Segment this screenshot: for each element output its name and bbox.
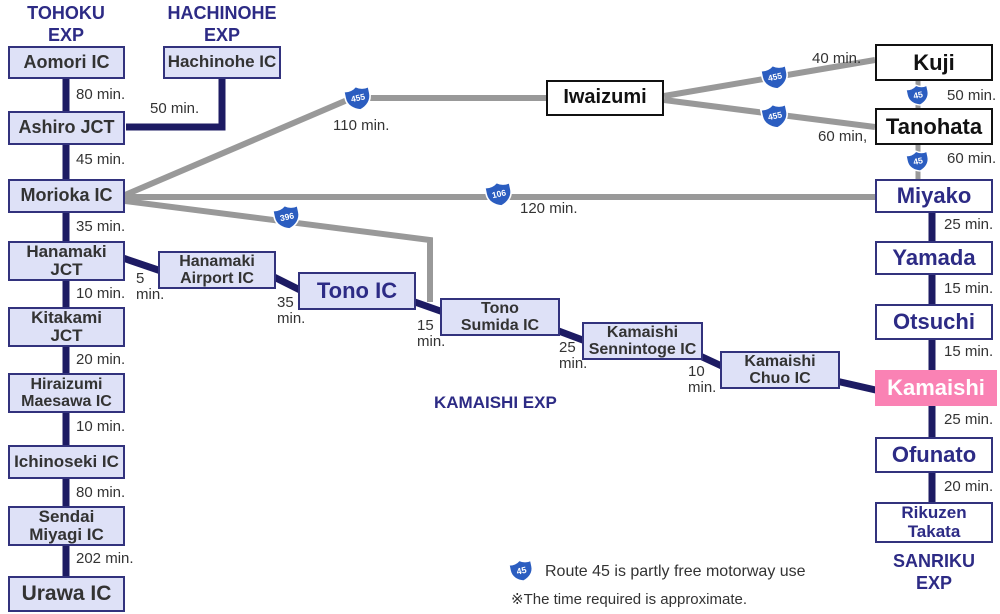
node-hanamaki-jct: Hanamaki JCT: [8, 241, 125, 281]
time-kitakami-hiraizumi: 20 min.: [76, 351, 126, 368]
route-455-badge: 455: [342, 85, 371, 111]
time-sumida-sennintoge: 25 min.: [559, 339, 588, 372]
node-kamaishi-chuo-ic: Kamaishi Chuo IC: [720, 351, 840, 389]
time-sennintoge-chuo: 10 min.: [688, 363, 717, 396]
time-aomori-ashiro: 80 min.: [76, 86, 126, 103]
header-tohoku-exp: TOHOKU EXP: [27, 3, 105, 45]
time-ashiro-morioka: 45 min.: [76, 151, 126, 168]
route-45-badge: 45: [905, 84, 929, 106]
node-otsuchi: Otsuchi: [875, 304, 993, 340]
node-hachinohe-ic: Hachinohe IC: [163, 46, 281, 79]
time-hachinohe-ashiro: 50 min.: [150, 100, 200, 117]
time-hanamaki-airport: 5 min.: [136, 270, 165, 303]
node-miyako: Miyako: [875, 179, 993, 213]
node-kamaishi: Kamaishi: [875, 370, 997, 406]
svg-text:45: 45: [912, 155, 924, 167]
svg-text:396: 396: [279, 210, 295, 223]
header-kamaishi-exp: KAMAISHI EXP: [434, 393, 557, 412]
node-kamaishi-sennintoge-ic: Kamaishi Sennintoge IC: [582, 322, 703, 360]
svg-text:45: 45: [912, 89, 924, 101]
line-airport-tono: [270, 272, 304, 295]
note-approximate: ※The time required is approximate.: [511, 591, 748, 608]
time-tanohata-miyako: 60 min.: [947, 150, 997, 167]
time-airport-tono: 35 min.: [277, 294, 306, 327]
node-tono-ic: Tono IC: [298, 272, 416, 310]
time-sendai-urawa: 202 min.: [76, 550, 134, 567]
header-sanriku-exp: SANRIKU EXP: [892, 551, 975, 593]
svg-text:455: 455: [767, 70, 783, 83]
time-miyako-yamada: 25 min.: [944, 216, 994, 233]
node-ofunato: Ofunato: [875, 437, 993, 473]
node-hanamaki-airport-ic: Hanamaki Airport IC: [158, 251, 276, 289]
svg-text:106: 106: [491, 187, 507, 200]
line-morioka-tonosumida: [124, 198, 433, 302]
time-ichinoseki-sendai: 80 min.: [76, 484, 126, 501]
node-hiraizumi-maesawa-ic: Hiraizumi Maesawa IC: [8, 373, 125, 413]
line-chuo-kamaishi: [835, 377, 881, 395]
svg-text:455: 455: [350, 91, 366, 104]
line-hachinohe-ashiro: [126, 62, 226, 131]
node-tanohata: Tanohata: [875, 108, 993, 145]
time-morioka-iwaizumi: 110 min.: [333, 117, 390, 134]
time-iwaizumi-tanohata: 60 min,: [818, 128, 868, 145]
time-hanamaki-kitakami: 10 min.: [76, 285, 126, 302]
node-iwaizumi: Iwaizumi: [546, 80, 664, 116]
node-tono-sumida-ic: Tono Sumida IC: [440, 298, 560, 336]
time-iwaizumi-kuji: 40 min.: [812, 50, 862, 67]
header-hachinohe-exp: HACHINOHE EXP: [167, 3, 277, 45]
node-urawa-ic: Urawa IC: [8, 576, 125, 612]
route-455-badge: 455: [759, 64, 788, 90]
note-route45: Route 45 is partly free motorway use: [545, 563, 806, 580]
node-kuji: Kuji: [875, 44, 993, 81]
node-morioka-ic: Morioka IC: [8, 179, 125, 213]
time-kamaishi-ofunato: 25 min.: [944, 411, 994, 428]
node-yamada: Yamada: [875, 241, 993, 275]
route-45-badge: 45: [905, 150, 929, 172]
node-rikuzen-takata: Rikuzen Takata: [875, 502, 993, 543]
node-kitakami-jct: Kitakami JCT: [8, 307, 125, 347]
time-kuji-tanohata: 50 min.: [947, 87, 997, 104]
route-106-badge: 106: [483, 181, 512, 207]
svg-text:455: 455: [767, 109, 783, 122]
route-455-badge: 455: [759, 103, 788, 129]
line-hanamaki-airport: [118, 253, 166, 276]
time-ofunato-rikuzen: 20 min.: [944, 478, 994, 495]
node-aomori-ic: Aomori IC: [8, 46, 125, 79]
node-ashiro-jct: Ashiro JCT: [8, 111, 125, 145]
time-hiraizumi-ichinoseki: 10 min.: [76, 418, 126, 435]
node-sendai-miyagi-ic: Sendai Miyagi IC: [8, 506, 125, 546]
route-45-badge: 45: [508, 559, 533, 582]
node-ichinoseki-ic: Ichinoseki IC: [8, 445, 125, 479]
time-otsuchi-kamaishi: 15 min.: [944, 343, 994, 360]
svg-text:45: 45: [516, 565, 528, 577]
time-tono-sumida: 15 min.: [417, 317, 446, 350]
time-morioka-hanamaki: 35 min.: [76, 218, 126, 235]
time-yamada-otsuchi: 15 min.: [944, 280, 994, 297]
route-396-badge: 396: [271, 204, 300, 230]
time-morioka-miyako: 120 min.: [520, 200, 578, 217]
